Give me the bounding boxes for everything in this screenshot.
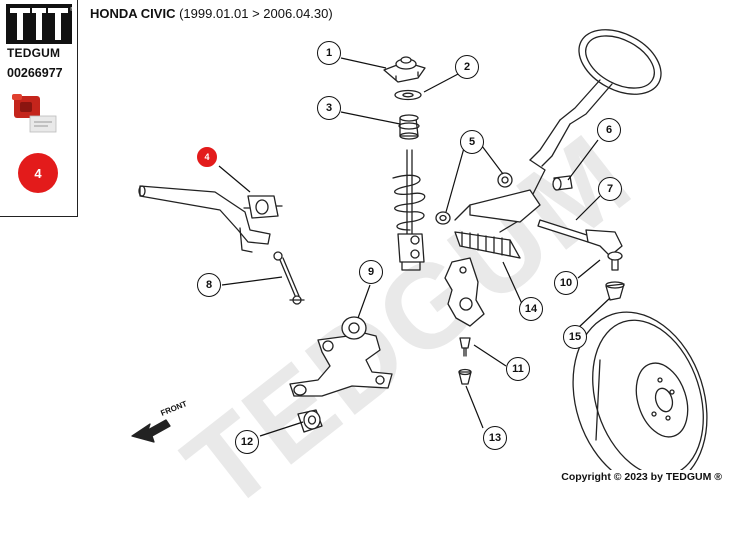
- callout-6[interactable]: 6: [597, 118, 621, 142]
- front-arrow-icon: [131, 419, 171, 443]
- tie-rod: [537, 219, 623, 271]
- bump-stop: [398, 114, 420, 140]
- callout-14[interactable]: 14: [519, 297, 543, 321]
- ball-joint-15: [605, 281, 625, 301]
- suspension-diagram: [131, 29, 708, 470]
- steering-boot: [454, 231, 521, 259]
- quantity-badge: 4: [18, 153, 58, 193]
- product-thumbnail: [12, 94, 57, 133]
- callout-9[interactable]: 9: [359, 260, 383, 284]
- wheel: [572, 311, 708, 470]
- vehicle-title: HONDA CIVIC (1999.01.01 > 2006.04.30): [90, 6, 333, 21]
- callout-3[interactable]: 3: [317, 96, 341, 120]
- callout-4[interactable]: 4: [197, 147, 217, 167]
- svg-text:®: ®: [70, 6, 72, 13]
- lower-arm: [289, 331, 393, 397]
- tedgum-logo: ®: [6, 4, 72, 44]
- callout-11[interactable]: 11: [506, 357, 530, 381]
- bearing: [394, 89, 422, 101]
- stabilizer-link: [273, 251, 305, 305]
- sidebar: ® TEDGUM 00266977 4: [0, 0, 78, 217]
- stabilizer-bar: [138, 185, 271, 253]
- copyright: Copyright © 2023 by TEDGUM ®: [561, 471, 722, 483]
- callout-13[interactable]: 13: [483, 426, 507, 450]
- steering-wheel: [559, 29, 662, 125]
- top-mount: [383, 56, 426, 83]
- ball-joints: [458, 337, 472, 385]
- steering-column: [454, 119, 571, 233]
- callout-1[interactable]: 1: [317, 41, 341, 65]
- callout-2[interactable]: 2: [455, 55, 479, 79]
- part-number: 00266977: [7, 66, 63, 80]
- rear-bushing: [297, 409, 323, 433]
- leader-lines: [218, 57, 611, 437]
- bushing-pair-5: [435, 172, 513, 225]
- bushing-6: [552, 175, 573, 191]
- steering-knuckle: [444, 257, 485, 327]
- stabilizer-bushing: [243, 195, 283, 219]
- callout-7[interactable]: 7: [598, 177, 622, 201]
- callout-8[interactable]: 8: [197, 273, 221, 297]
- callout-5[interactable]: 5: [460, 130, 484, 154]
- vehicle-years: (1999.01.01 > 2006.04.30): [179, 6, 333, 21]
- brand-name: TEDGUM: [7, 46, 61, 60]
- callout-15[interactable]: 15: [563, 325, 587, 349]
- strut-spring: [392, 149, 426, 271]
- callout-10[interactable]: 10: [554, 271, 578, 295]
- vehicle-model: HONDA CIVIC: [90, 6, 176, 21]
- lower-arm-bushing: [341, 316, 367, 340]
- callout-12[interactable]: 12: [235, 430, 259, 454]
